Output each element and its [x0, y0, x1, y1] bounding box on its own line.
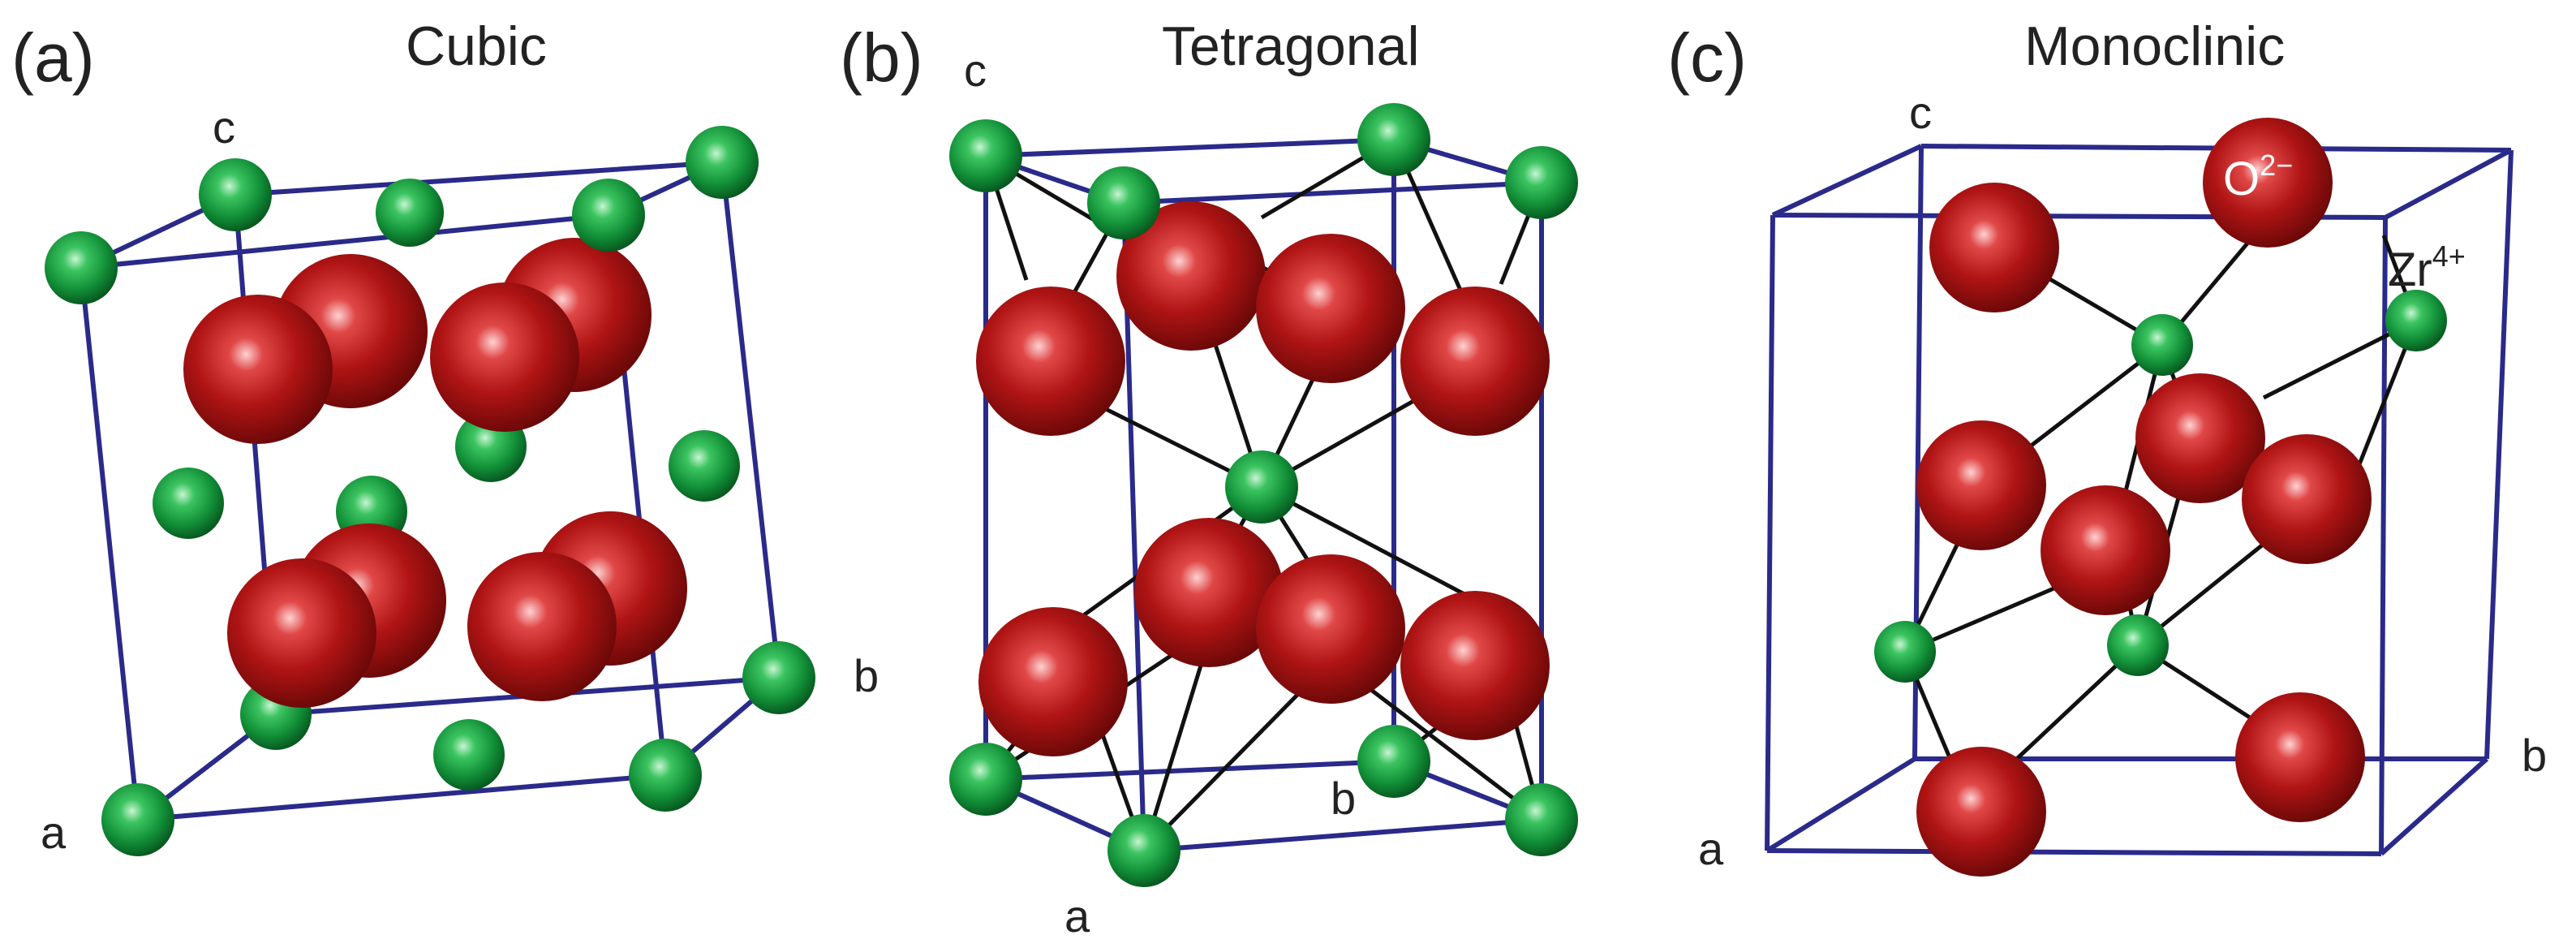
- zirconium-atom: [2131, 314, 2193, 376]
- cell-edge: [2384, 148, 2513, 220]
- bond: [1260, 485, 1478, 603]
- oxygen-atom: [1116, 201, 1266, 351]
- zirconium-atom: [1874, 621, 1936, 683]
- oxygen-atom: [2041, 485, 2170, 615]
- panel-b-zirconium-atoms: [949, 103, 1578, 887]
- cell-edge: [1766, 848, 2382, 856]
- bond: [2136, 526, 2286, 647]
- panel-a-id: (a): [11, 19, 95, 96]
- zirconium-atom: [433, 719, 505, 791]
- oxygen-atom: [1256, 234, 1405, 383]
- zirconium-atom: [1225, 450, 1298, 524]
- cell-edge: [79, 267, 140, 821]
- zirconium-atom: [1505, 146, 1578, 219]
- panel-a-axis-b: b: [854, 650, 879, 701]
- panel-c-title: Monoclinic: [2024, 15, 2285, 77]
- oxygen-ion-label: O2−: [2223, 149, 2293, 205]
- zirconium-atom: [2107, 614, 2169, 676]
- oxygen-atom: [2135, 373, 2265, 503]
- zirconium-atom: [1357, 103, 1430, 176]
- cell-edge: [720, 162, 781, 679]
- cell-edge: [2484, 149, 2514, 760]
- cell-edge: [137, 773, 666, 822]
- panel-c-axis-c: c: [1909, 87, 1932, 138]
- panel-a-front-atoms: [45, 126, 815, 856]
- zirconium-atom: [1087, 166, 1160, 239]
- cell-edge: [1771, 144, 1923, 218]
- panel-cubic: (a) Cubic: [11, 15, 879, 858]
- cell-edge: [2379, 217, 2388, 855]
- zirconium-atom: [1107, 814, 1180, 887]
- zirconium-atom: [101, 783, 174, 856]
- oxygen-atom: [467, 552, 617, 701]
- cell-edge: [1123, 180, 1542, 205]
- oxygen-atom: [227, 558, 376, 708]
- zirconium-atom: [572, 179, 645, 252]
- zirconium-atom: [45, 231, 118, 304]
- zirconium-atom: [949, 119, 1022, 192]
- oxygen-atom: [978, 607, 1128, 756]
- oxygen-atom: [1929, 183, 2059, 312]
- panel-monoclinic: (c) Monoclinic: [1667, 15, 2547, 877]
- panel-b-id: (b): [840, 19, 923, 96]
- zirconium-atom: [199, 158, 272, 231]
- panel-c-id: (c): [1667, 19, 1747, 96]
- zirconium-atom: [742, 641, 815, 714]
- oxygen-atom: [1916, 747, 2046, 877]
- oxygen-atom: [976, 287, 1125, 436]
- oxygen-atom: [1400, 287, 1550, 436]
- oxygen-atom: [2235, 692, 2365, 822]
- panel-a-axis-c: c: [213, 101, 235, 153]
- panel-tetragonal: (b) Tetragonal: [840, 15, 1578, 942]
- zirconium-atom: [376, 179, 444, 247]
- oxygen-atom: [2242, 434, 2372, 564]
- panel-b-axis-c: c: [964, 45, 987, 96]
- zirconium-atom: [2385, 290, 2447, 351]
- zirconium-atom: [1357, 725, 1430, 798]
- panel-a-oxygen-atoms: [183, 238, 687, 708]
- zirconium-atom: [686, 126, 759, 199]
- bond: [1142, 688, 1304, 852]
- oxygen-atom: [2203, 118, 2333, 248]
- panel-a-title: Cubic: [406, 15, 547, 77]
- panel-a-axis-a: a: [41, 807, 67, 858]
- oxygen-atom: [1400, 591, 1550, 740]
- cell-edge: [234, 160, 723, 197]
- oxygen-atom: [1916, 420, 2046, 550]
- oxygen-atom: [1256, 554, 1405, 704]
- cell-edge: [985, 759, 1395, 782]
- panel-c-axis-b: b: [2522, 730, 2547, 781]
- zirconium-atom: [629, 739, 702, 812]
- panel-c-zirconium-atoms: [1874, 290, 2447, 683]
- zirconium-atom: [1505, 783, 1578, 856]
- cell-edge: [1765, 756, 1916, 853]
- oxygen-atom: [430, 282, 579, 432]
- cell-edge: [1143, 817, 1542, 853]
- zirconium-atom: [153, 468, 224, 539]
- panel-c-oxygen-atoms: [1916, 118, 2372, 877]
- zirconium-ion-label: Zr4+: [2388, 239, 2466, 296]
- zirconium-atom: [949, 743, 1022, 816]
- panel-c-axis-a: a: [1698, 823, 1724, 874]
- cell-edge: [1765, 214, 1775, 851]
- panel-b-title: Tetragonal: [1162, 15, 1420, 77]
- cell-edge: [80, 213, 609, 270]
- zirconium-atom: [669, 430, 740, 502]
- cell-edge: [2379, 756, 2489, 856]
- panel-b-oxygen-atoms: [976, 201, 1550, 756]
- oxygen-atom: [183, 295, 333, 444]
- panel-b-axis-a: a: [1064, 890, 1090, 942]
- cell-edge: [985, 137, 1395, 158]
- oxygen-atom: [1134, 518, 1284, 667]
- panel-b-axis-b: b: [1331, 773, 1356, 824]
